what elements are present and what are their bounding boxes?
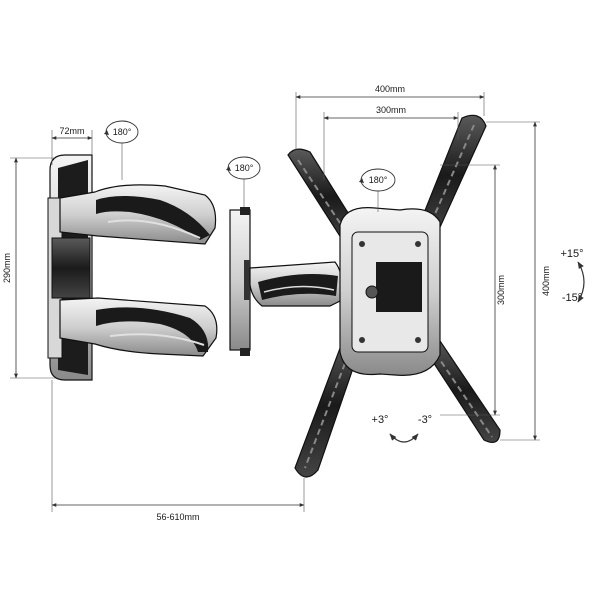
swivel-wall-label: 180° [113, 127, 132, 137]
bracket-arm-bottom-left [294, 333, 361, 478]
vesa-center-plate [339, 207, 441, 376]
vesa-h-min-label: 300mm [376, 105, 406, 115]
tilt-up-label: +15° [560, 248, 583, 260]
level-minus-label: -3° [418, 414, 432, 426]
lower-arm [59, 297, 218, 357]
tilt-down-label: -15° [562, 292, 582, 304]
depth-label: 72mm [59, 126, 84, 136]
vesa-bracket [287, 114, 501, 478]
plate-height-label: 290mm [2, 253, 12, 283]
wall-plate [47, 154, 93, 381]
vesa-v-max-label: 400mm [541, 266, 551, 296]
tilt-arrow-icon [577, 261, 585, 303]
extension-label: 56-610mm [156, 512, 199, 522]
swivel-arm-label: 180° [235, 163, 254, 173]
vesa-v-min-label: 300mm [496, 275, 506, 305]
rotate-head-label: 180° [369, 175, 388, 185]
vesa-h-max-label: 400mm [375, 84, 405, 94]
rotate-arm-icon [226, 156, 261, 207]
dimension-lines [10, 92, 540, 512]
level-plus-label: +3° [372, 414, 389, 426]
rotate-head-icon [359, 168, 396, 212]
elbow-joint [229, 207, 251, 356]
level-arrow-icon [389, 433, 419, 443]
bracket-arm-bottom-right [421, 337, 501, 443]
upper-arm [59, 184, 217, 245]
rotate-wall-icon [104, 120, 139, 180]
forearm [249, 261, 344, 307]
bracket-arm-top-right [417, 114, 487, 237]
